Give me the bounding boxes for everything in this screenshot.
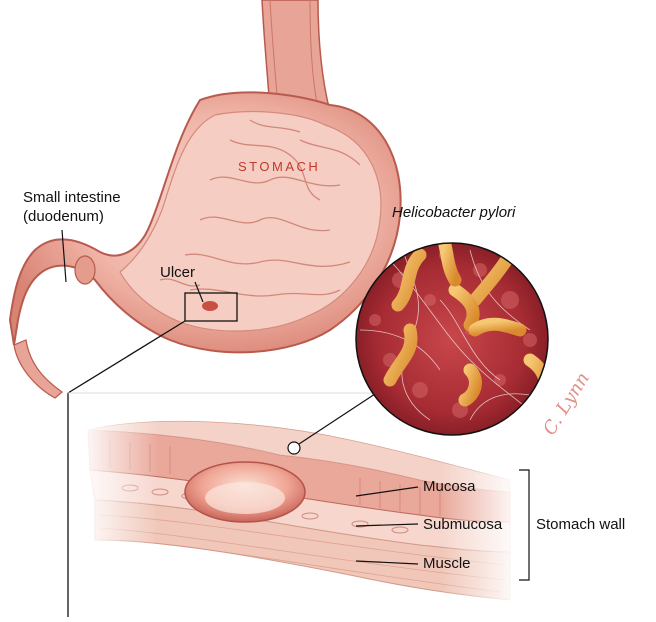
ulcer-label: Ulcer bbox=[160, 264, 195, 282]
stomach-wall-label: Stomach wall bbox=[536, 516, 625, 534]
stomach-label: STOMACH bbox=[238, 159, 320, 174]
small-intestine-label: Small intestine bbox=[23, 189, 121, 207]
submucosa-label: Submucosa bbox=[423, 516, 502, 534]
muscle-label: Muscle bbox=[423, 555, 471, 573]
magnify-origin bbox=[288, 442, 300, 454]
wall-cross-section bbox=[80, 410, 520, 610]
bacteria-label: Helicobacter pylori bbox=[392, 204, 515, 222]
stomach-wall-bracket bbox=[519, 470, 529, 580]
stomach bbox=[10, 92, 401, 398]
duodenum-label: (duodenum) bbox=[23, 208, 104, 226]
mucosa-label: Mucosa bbox=[423, 478, 476, 496]
